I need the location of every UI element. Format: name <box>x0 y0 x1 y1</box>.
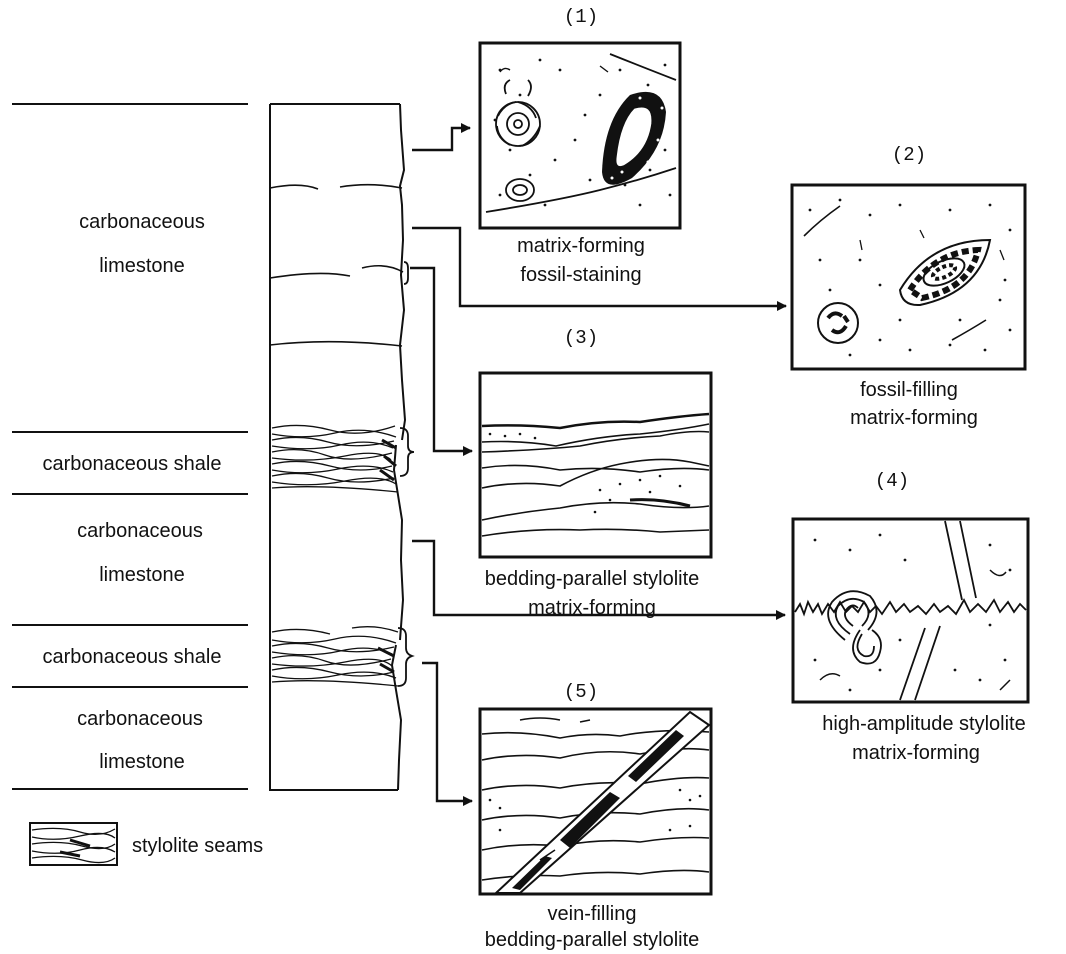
bed-contact-2 <box>270 266 403 278</box>
panel-2-caption-line1: fossil-filling <box>860 379 958 401</box>
limestone-lower-line1: carbonaceous <box>77 708 203 730</box>
panel-5-number: (5) <box>564 681 598 703</box>
panel-5: vein-filling bedding-parallel stylolite <box>480 709 711 951</box>
panel-3-caption-line1: bedding-parallel stylolite <box>485 568 700 590</box>
legend-label: stylolite seams <box>132 835 263 857</box>
shale-upper-label: carbonaceous shale <box>42 453 221 475</box>
bed-contact-1 <box>270 185 402 189</box>
legend: stylolite seams <box>30 823 263 865</box>
panel-2-shell-icon <box>818 303 858 343</box>
arrow-to-panel-1 <box>412 128 470 150</box>
lithology-boundaries <box>12 104 248 789</box>
limestone-upper-line2: limestone <box>99 255 185 277</box>
panel-5-caption-line2: bedding-parallel stylolite <box>485 929 700 951</box>
panel-1-caption-line1: matrix-forming <box>517 235 645 257</box>
panel-3: bedding-parallel stylolite matrix-formin… <box>480 373 711 619</box>
panel-1-caption-line2: fossil-staining <box>520 264 641 286</box>
limestone-middle-line1: carbonaceous <box>77 520 203 542</box>
limestone-middle-line2: limestone <box>99 564 185 586</box>
panel-3-number: (3) <box>564 327 598 349</box>
panel-4-caption-line1: high-amplitude stylolite <box>822 713 1025 735</box>
panel-2-caption-line2: matrix-forming <box>850 407 978 429</box>
strat-column <box>270 104 405 790</box>
panel-1: matrix-forming fossil-staining <box>480 43 680 286</box>
panel-2-number: (2) <box>892 144 926 166</box>
arrow-to-panel-3 <box>410 268 472 451</box>
column-right-edge-lower <box>392 645 401 790</box>
bracket-upper <box>404 262 408 284</box>
panel-4-caption-line2: matrix-forming <box>852 742 980 764</box>
panel-3-caption-line2: matrix-forming <box>528 597 656 619</box>
limestone-upper-line1: carbonaceous <box>79 211 205 233</box>
limestone-lower-line2: limestone <box>99 751 185 773</box>
shale-lower-label: carbonaceous shale <box>42 646 221 668</box>
panel-1-number: (1) <box>564 6 598 28</box>
stylolite-zone-lower <box>272 627 398 686</box>
column-left-bottom <box>270 104 398 790</box>
panel-5-caption-line1: vein-filling <box>548 903 637 925</box>
column-right-edge-middle <box>394 445 403 640</box>
panel-2: fossil-filling matrix-forming <box>792 185 1025 429</box>
arrow-to-panel-5 <box>422 663 472 801</box>
panel-4: high-amplitude stylolite matrix-forming <box>793 519 1028 764</box>
bed-contact-3 <box>270 342 402 346</box>
lithology-labels: carbonaceous limestone carbonaceous shal… <box>42 211 221 773</box>
panel-4-number: (4) <box>875 470 909 492</box>
stylolite-zone-upper <box>272 425 398 492</box>
